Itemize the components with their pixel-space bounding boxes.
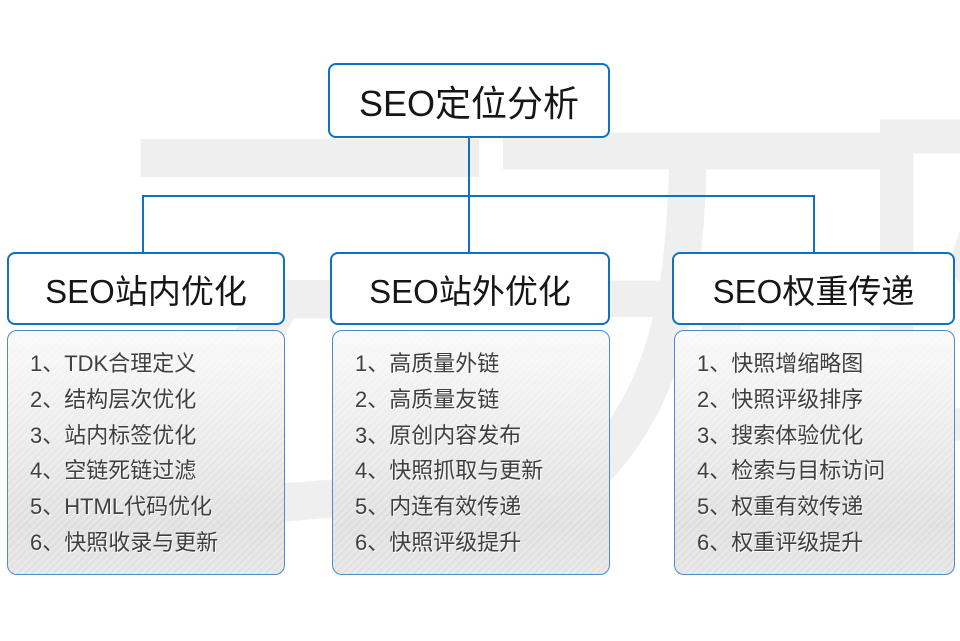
- connector-horizontal-bar: [142, 195, 815, 197]
- list-weight: 1、快照增缩略图 2、快照评级排序 3、搜索体验优化 4、检索与目标访问 5、权…: [675, 331, 954, 561]
- list-item: 3、原创内容发布: [355, 422, 522, 448]
- list-item: 5、权重有效传递: [697, 494, 864, 520]
- list-item: 2、快照评级排序: [697, 386, 864, 412]
- root-node: SEO定位分析: [328, 63, 610, 138]
- list-item: 4、空链死链过滤: [30, 458, 197, 484]
- list-item: 6、快照收录与更新: [30, 529, 219, 555]
- list-item: 1、TDK合理定义: [30, 351, 197, 376]
- list-panel-onsite: 1、TDK合理定义 2、结构层次优化 3、站内标签优化 4、空链死链过滤 5、H…: [7, 330, 285, 575]
- list-item: 5、内连有效传递: [355, 494, 522, 520]
- list-item: 2、结构层次优化: [30, 386, 197, 412]
- list-item: 4、检索与目标访问: [697, 458, 886, 484]
- column-header-weight-title: SEO权重传递: [712, 272, 915, 310]
- connector-drop-left: [142, 196, 144, 252]
- list-panel-weight: 1、快照增缩略图 2、快照评级排序 3、搜索体验优化 4、检索与目标访问 5、权…: [674, 330, 955, 575]
- list-item: 2、高质量友链: [355, 386, 500, 412]
- list-item: 1、高质量外链: [355, 351, 500, 376]
- column-header-offsite: SEO站外优化: [330, 252, 610, 325]
- list-item: 1、快照增缩略图: [697, 351, 864, 376]
- list-onsite: 1、TDK合理定义 2、结构层次优化 3、站内标签优化 4、空链死链过滤 5、H…: [8, 331, 284, 561]
- list-item: 3、站内标签优化: [30, 422, 197, 448]
- list-panel-offsite: 1、高质量外链 2、高质量友链 3、原创内容发布 4、快照抓取与更新 5、内连有…: [332, 330, 610, 575]
- list-item: 3、搜索体验优化: [697, 422, 864, 448]
- connector-drop-middle: [468, 196, 470, 252]
- list-item: 5、HTML代码优化: [30, 494, 213, 520]
- connector-drop-right: [813, 196, 815, 252]
- root-node-title: SEO定位分析: [358, 82, 580, 124]
- column-header-onsite: SEO站内优化: [7, 252, 285, 325]
- column-header-onsite-title: SEO站内优化: [45, 272, 247, 310]
- list-item: 6、权重评级提升: [697, 529, 864, 555]
- column-header-offsite-title: SEO站外优化: [369, 272, 571, 310]
- connector-root-stem: [468, 138, 470, 196]
- list-offsite: 1、高质量外链 2、高质量友链 3、原创内容发布 4、快照抓取与更新 5、内连有…: [333, 331, 609, 561]
- list-item: 4、快照抓取与更新: [355, 458, 544, 484]
- list-item: 6、快照评级提升: [355, 529, 522, 555]
- column-header-weight: SEO权重传递: [672, 252, 955, 325]
